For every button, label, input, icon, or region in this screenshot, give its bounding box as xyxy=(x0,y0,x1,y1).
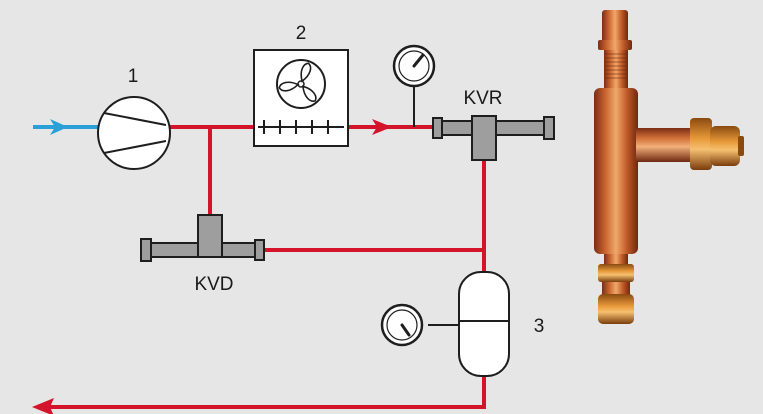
kvd-label: KVD xyxy=(194,274,233,295)
receiver-tank-icon xyxy=(459,272,509,376)
pressure-gauge-icon xyxy=(394,46,434,86)
valve-photo xyxy=(594,10,744,324)
condenser-fan-icon xyxy=(254,50,348,146)
kvr-label: KVR xyxy=(463,88,502,109)
compressor-label: 1 xyxy=(128,66,139,87)
receiver-label: 3 xyxy=(534,316,545,337)
receiver-pressure-gauge-icon xyxy=(382,305,422,345)
kvd-valve-icon xyxy=(141,215,264,261)
kvr-valve-icon xyxy=(433,116,554,160)
compressor-icon xyxy=(98,97,170,169)
condenser-label: 2 xyxy=(296,23,307,44)
